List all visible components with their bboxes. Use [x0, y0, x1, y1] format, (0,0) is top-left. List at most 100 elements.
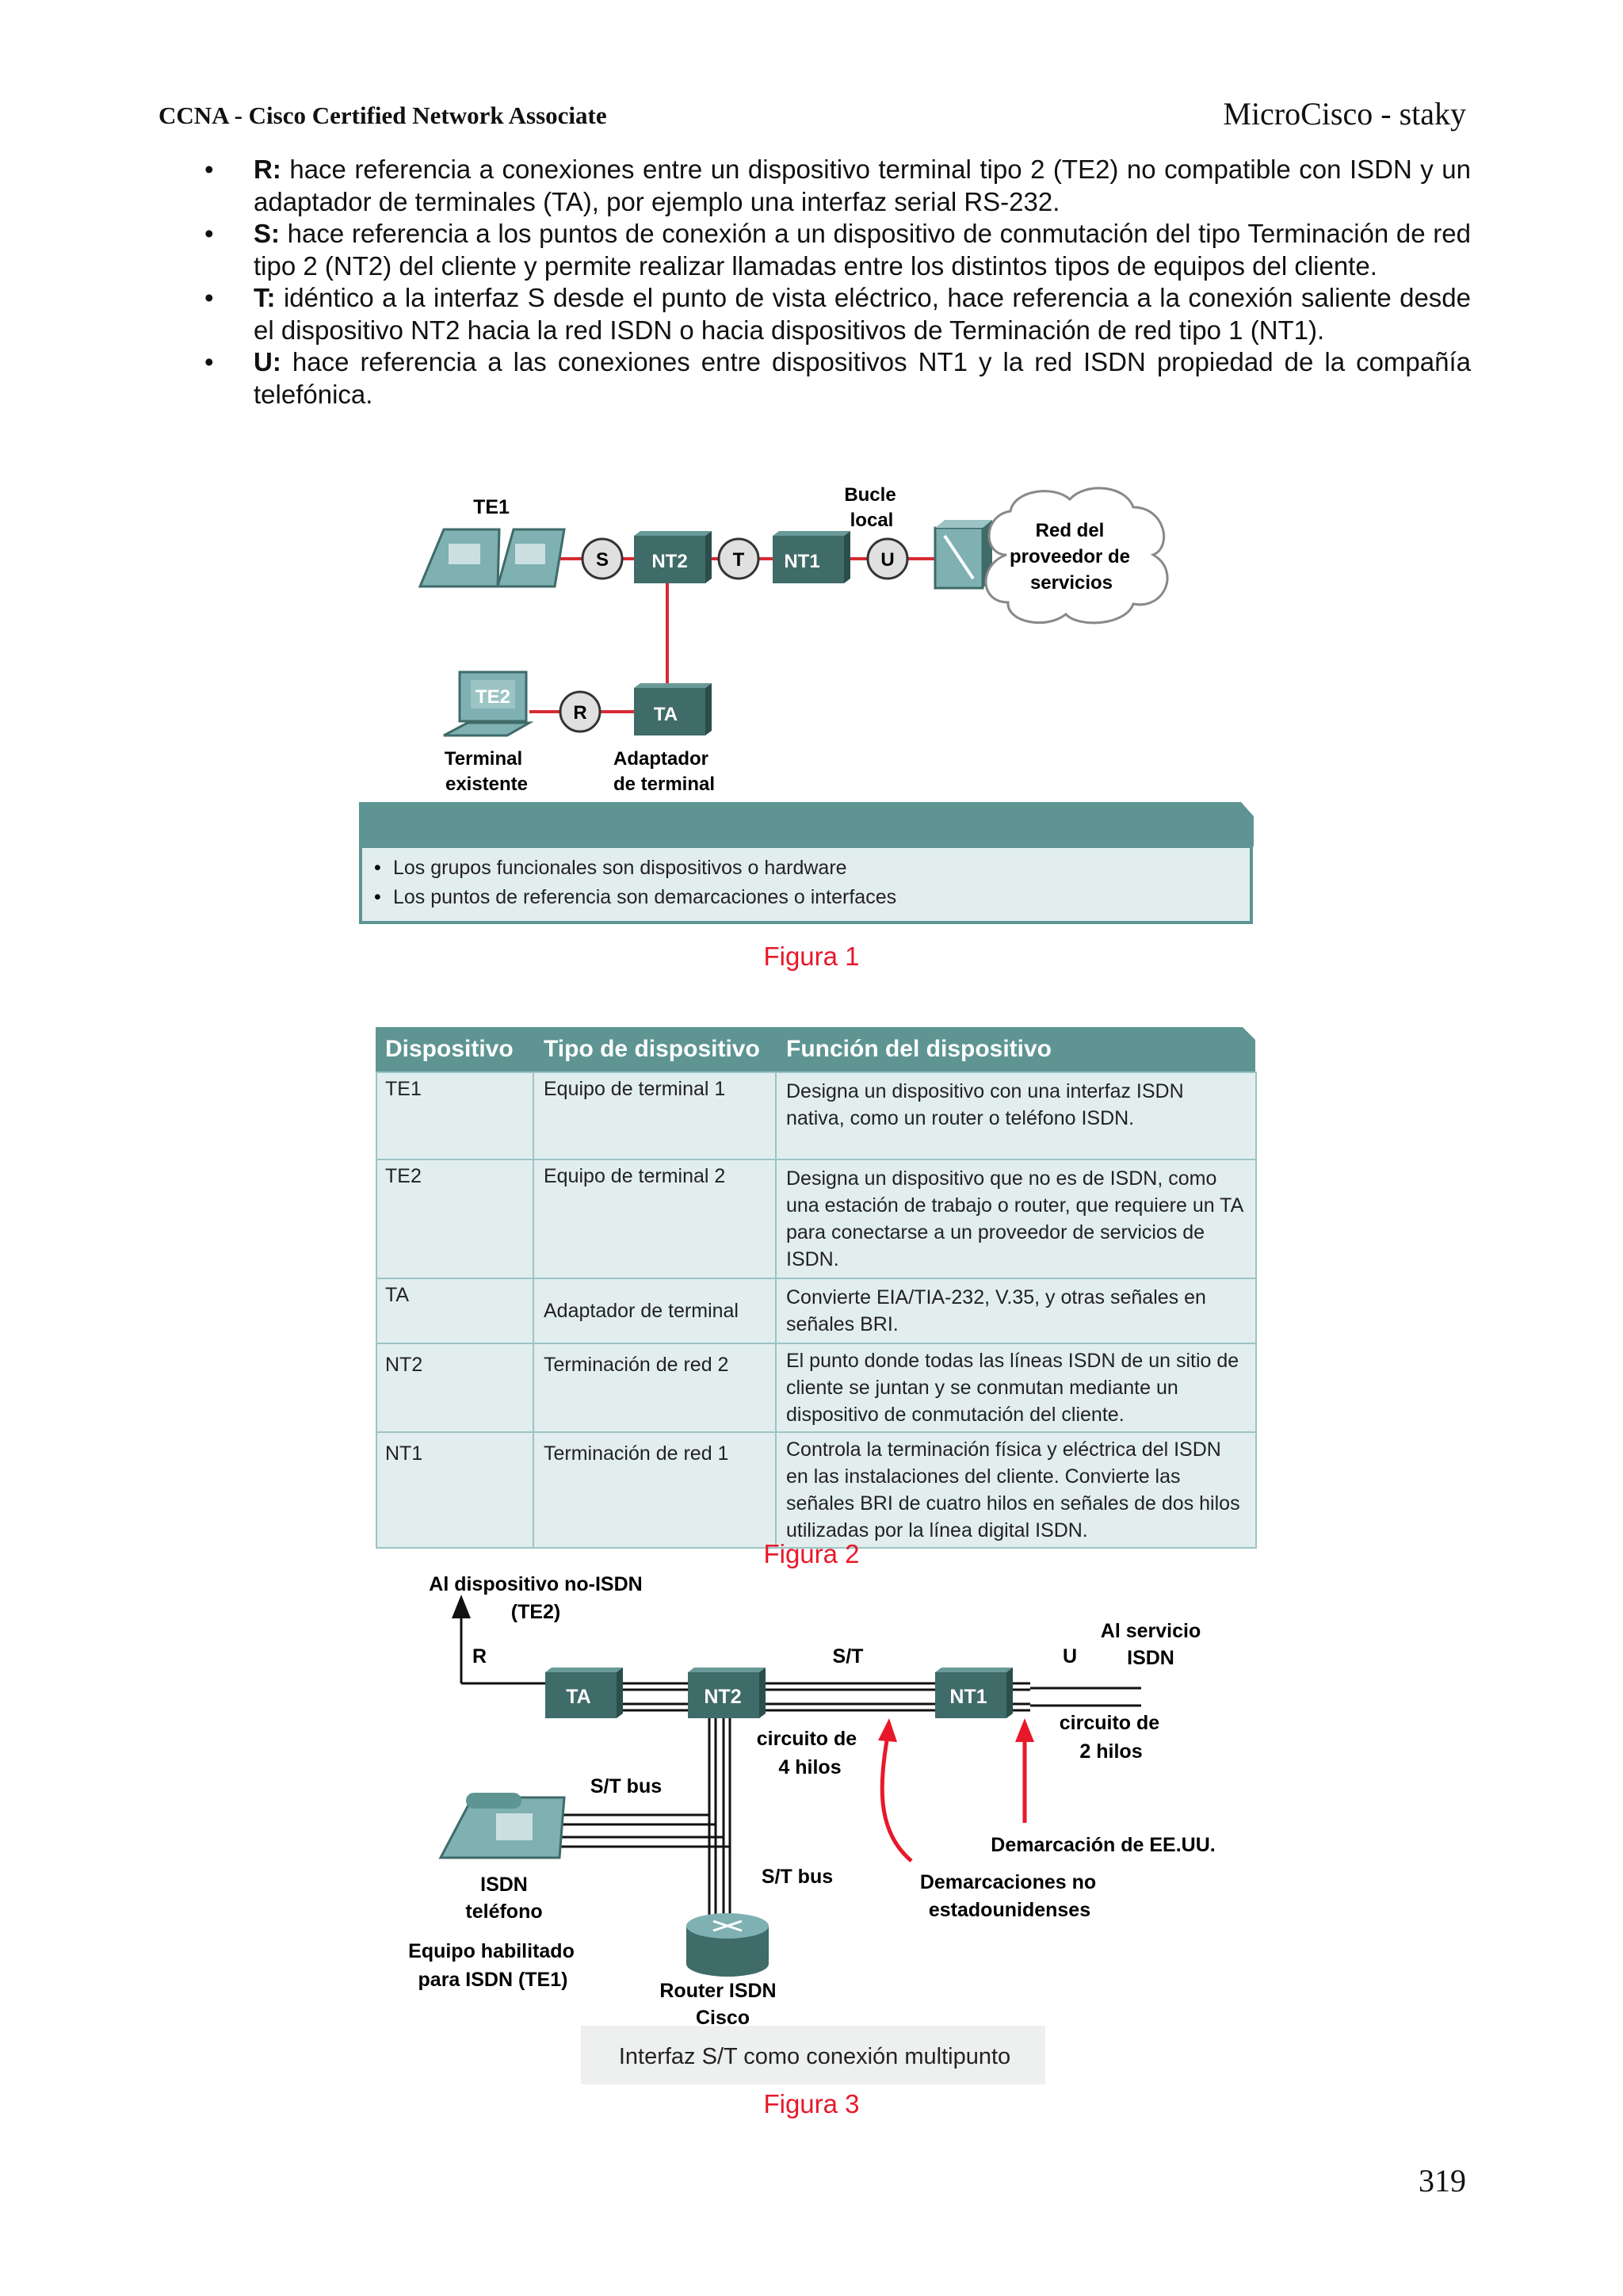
arrow-icon: [878, 1718, 897, 1742]
cell-type: Equipo de terminal 1: [533, 1072, 777, 1160]
table-row: NT2 Terminación de red 2 El punto donde …: [376, 1343, 1257, 1433]
cell-type: Equipo de terminal 2: [533, 1159, 777, 1279]
al-servicio-line1: Al servicio: [1101, 1620, 1201, 1642]
table-header-bar: [376, 1027, 1255, 1072]
t-label: T: [733, 549, 745, 571]
circuito2-line1: circuito de: [1060, 1712, 1160, 1734]
page-number: 319: [1419, 2163, 1466, 2199]
cell-function: Controla la terminación física y eléctri…: [775, 1431, 1257, 1549]
circuito4-line2: 4 hilos: [778, 1756, 841, 1778]
s-reference-point: [581, 537, 624, 580]
nt1-device: [935, 1668, 1013, 1718]
figure1-links: [529, 557, 951, 713]
bullet-term: T:: [254, 283, 276, 312]
r-label: R: [573, 702, 586, 724]
note-2: Los puntos de referencia son demarcacion…: [393, 886, 896, 908]
bullet-icon: •: [204, 155, 214, 184]
col-header-funcion: Función del dispositivo: [786, 1036, 1052, 1062]
bullet-text: hace referencia a conexiones entre un di…: [254, 155, 1471, 216]
t-reference-point: [717, 537, 760, 580]
demarcaciones-no-line1: Demarcaciones no: [920, 1871, 1096, 1893]
cell-function: Designa un dispositivo con una interfaz …: [775, 1072, 1257, 1160]
equipo-line1: Equipo habilitado: [408, 1940, 575, 1962]
arrow-icon: [1015, 1718, 1034, 1742]
table-row: NT1 Terminación de red 1 Controla la ter…: [376, 1431, 1257, 1549]
cell-type: Terminación de red 2: [533, 1343, 777, 1433]
al-dispositivo-line1: Al dispositivo no-ISDN: [429, 1573, 642, 1595]
ta-device: [634, 688, 705, 735]
st-label: S/T: [833, 1645, 864, 1668]
r-reference-point: [559, 690, 601, 733]
device-table: TE1 Equipo de terminal 1 Designa un disp…: [376, 1072, 1257, 1549]
nt2-label: NT2: [651, 551, 687, 572]
equipo-line2: para ISDN (TE1): [418, 1969, 568, 1991]
st-bus-upper-label: S/T bus: [590, 1775, 662, 1797]
nt1-device: [773, 536, 844, 583]
note-1: Los grupos funcionales son dispositivos …: [393, 857, 847, 879]
col-header-dispositivo: Dispositivo: [385, 1036, 514, 1062]
note-bullet-icon: •: [374, 857, 381, 879]
cell-function: Designa un dispositivo que no es de ISDN…: [775, 1159, 1257, 1279]
list-item: •T: idéntico a la interfaz S desde el pu…: [204, 282, 1471, 346]
figure2-caption: Figura 2: [763, 1539, 860, 1568]
cell-device: TA: [376, 1278, 534, 1344]
bullet-text: hace referencia a los puntos de conexión…: [254, 219, 1471, 281]
router-line1: Router ISDN: [659, 1980, 776, 2002]
isdn-phone-icon: [418, 528, 566, 588]
bullet-icon: •: [204, 347, 214, 376]
header-title: CCNA - Cisco Certified Network Associate: [158, 101, 607, 129]
figure3-diagram: TA NT2 NT1 Al dispositivo no-ISDN (TE2) …: [408, 1573, 1216, 2084]
cell-device: NT2: [376, 1343, 534, 1433]
bullet-icon: •: [204, 219, 214, 248]
ta-label: TA: [654, 704, 678, 725]
demarcation-arrows: [880, 1735, 1027, 1862]
bullet-text: idéntico a la interfaz S desde el punto …: [254, 283, 1472, 345]
isdn-tel-line2: teléfono: [465, 1901, 542, 1923]
col-header-tipo: Tipo de dispositivo: [544, 1036, 760, 1062]
figure2-table-panel: Dispositivo Tipo de dispositivo Función …: [376, 1027, 1257, 1549]
te1-label: TE1: [473, 496, 510, 518]
interfaz-caption-box: [581, 2026, 1045, 2084]
cell-function: Convierte EIA/TIA-232, V.35, y otras señ…: [775, 1278, 1257, 1344]
ta-label: TA: [566, 1686, 590, 1708]
adaptador-line1: Adaptador: [613, 748, 708, 770]
terminal-existente-line1: Terminal: [445, 748, 522, 770]
router-line2: Cisco: [696, 2007, 750, 2029]
provider-network-cloud-icon: [984, 487, 1169, 625]
cell-type: Terminación de red 1: [533, 1431, 777, 1549]
table-row: TE1 Equipo de terminal 1 Designa un disp…: [376, 1072, 1257, 1160]
isdn-switch-icon: [934, 520, 992, 590]
adaptador-line2: de terminal: [613, 774, 715, 795]
cell-type: Adaptador de terminal: [533, 1278, 777, 1344]
nt1-label: NT1: [949, 1686, 987, 1708]
r-label: R: [472, 1645, 487, 1668]
nt2-device: [688, 1668, 766, 1718]
cloud-label-line1: Red del: [1036, 520, 1105, 541]
nt1-label: NT1: [784, 551, 819, 572]
local-label: local: [850, 510, 894, 531]
cell-device: TE1: [376, 1072, 534, 1160]
list-item: •U: hace referencia a las conexiones ent…: [204, 346, 1471, 411]
isdn-phone-icon: [438, 1793, 566, 1859]
cell-function: El punto donde todas las líneas ISDN de …: [775, 1343, 1257, 1433]
terminal-existente-line2: existente: [445, 774, 528, 795]
figure1-diagram: TE1 S NT2 T NT1 U Bucle local Red del pr…: [359, 484, 1254, 924]
st-bus-lower-label: S/T bus: [762, 1866, 833, 1888]
table-header-row: Dispositivo Tipo de dispositivo Función …: [376, 1027, 1255, 1072]
circuito2-line2: 2 hilos: [1079, 1740, 1142, 1763]
workstation-icon: [443, 670, 534, 737]
bullet-text: hace referencia a las conexiones entre d…: [254, 347, 1471, 409]
router-icon: [686, 1913, 769, 1977]
demarcacion-eeuu-label: Demarcación de EE.UU.: [991, 1834, 1215, 1856]
reference-points-list: • R: hace referencia a conexiones entre u…: [204, 154, 1471, 411]
cell-device: TE2: [376, 1159, 534, 1279]
bullet-term: R:: [254, 155, 281, 184]
nt2-label: NT2: [704, 1686, 741, 1708]
interfaz-caption: Interfaz S/T como conexión multipunto: [619, 2044, 1010, 2069]
figure1-caption: Figura 1: [763, 942, 860, 971]
figure3-caption: Figura 3: [763, 2089, 860, 2118]
note-bullet-icon: •: [374, 886, 381, 908]
u-label: U: [880, 549, 894, 571]
cloud-label-line2: proveedor de: [1010, 546, 1130, 567]
header-brand: MicroCisco - staky: [1223, 96, 1466, 132]
